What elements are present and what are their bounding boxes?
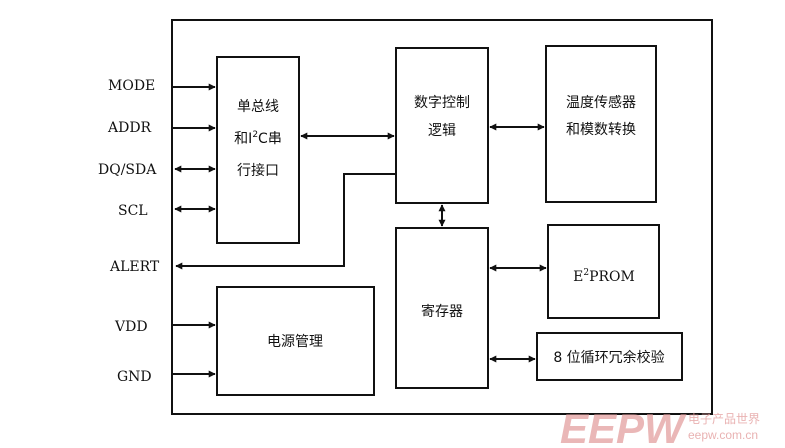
register-block: 寄存器: [395, 227, 489, 389]
digital-logic-line2: 逻辑: [428, 123, 456, 139]
power-management-label: 电源管理: [267, 334, 323, 350]
serial-interface-line1: 单总线: [237, 99, 279, 115]
pin-label-scl: SCL: [118, 203, 148, 219]
alert-output-line: [175, 173, 396, 270]
eeprom-block: E2PROM: [547, 224, 660, 319]
pin-label-gnd: GND: [117, 369, 152, 385]
digital-logic-line1: 数字控制: [414, 95, 470, 111]
pin-label-vdd: VDD: [114, 319, 148, 335]
watermark-url: eepw.com.cn: [688, 428, 758, 442]
crc-label: 8 位循环冗余校验: [553, 349, 664, 366]
pin-label-mode: MODE: [108, 78, 155, 94]
power-management-block: 电源管理: [216, 286, 375, 396]
serial-interface-line2: 和I2C串: [234, 130, 282, 147]
temp-sensor-line1: 温度传感器: [566, 94, 636, 111]
register-label: 寄存器: [421, 303, 463, 320]
pin-label-dq-sda: DQ/SDA: [98, 162, 157, 178]
chip-boundary: [171, 19, 713, 415]
eeprom-label: E2PROM: [573, 268, 635, 285]
pin-label-alert: ALERT: [109, 259, 160, 275]
watermark: EEPW 电子产品世界 eepw.com.cn: [560, 405, 760, 448]
watermark-cn: 电子产品世界: [688, 412, 760, 426]
crc-block: 8 位循环冗余校验: [536, 332, 683, 381]
watermark-brand: EEPW: [560, 405, 687, 448]
serial-interface-block: 单总线 和I2C串 行接口: [216, 56, 300, 244]
digital-logic-block: 数字控制 逻辑: [395, 47, 489, 204]
connections: [173, 83, 547, 378]
serial-interface-line3: 行接口: [237, 162, 279, 179]
pin-label-addr: ADDR: [107, 120, 152, 136]
temp-sensor-line2: 和模数转换: [566, 121, 636, 138]
temp-sensor-block: 温度传感器 和模数转换: [545, 45, 657, 203]
